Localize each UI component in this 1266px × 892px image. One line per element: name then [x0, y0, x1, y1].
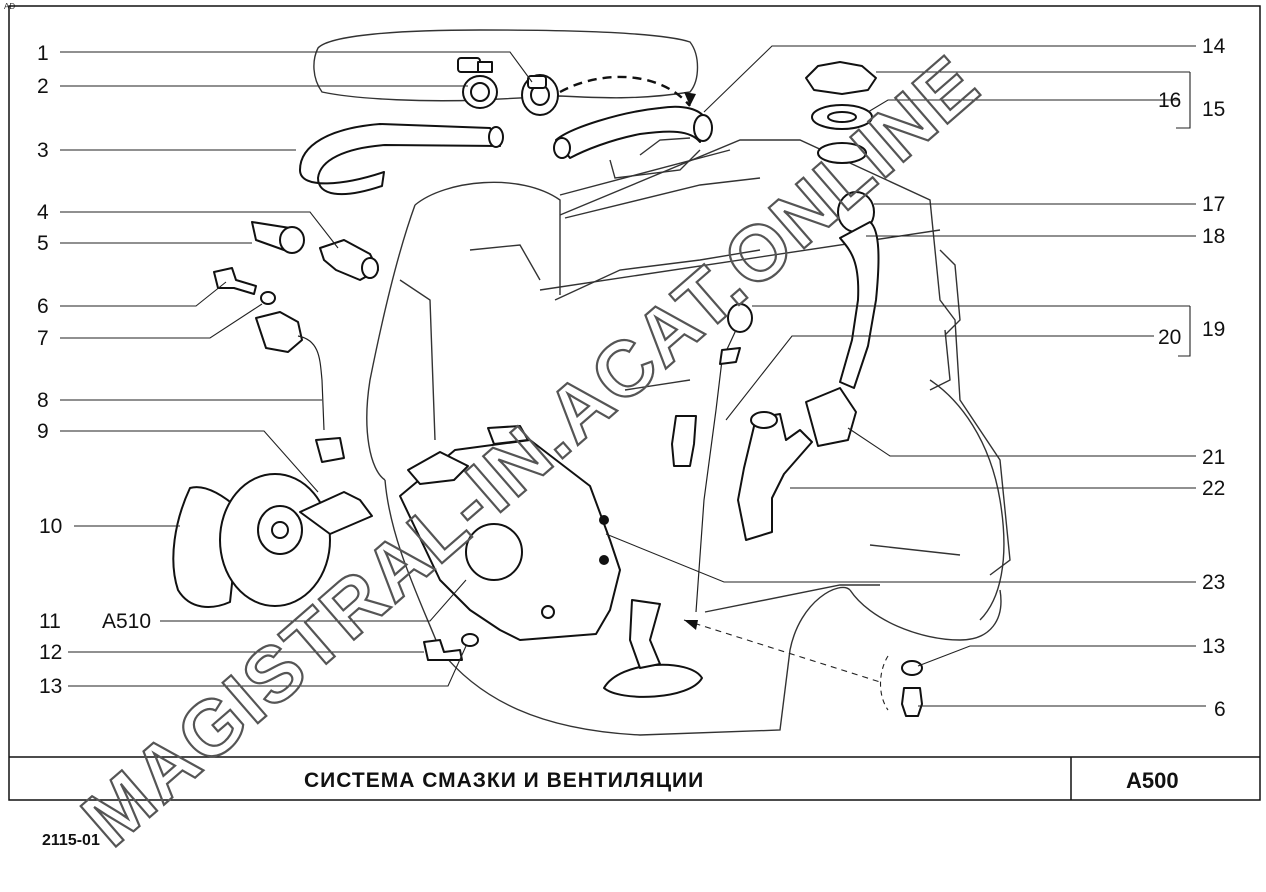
pump-washer: [461, 633, 479, 647]
oil-pump: [399, 425, 621, 641]
callout-20: 20: [1158, 326, 1181, 349]
oil-filter: [172, 473, 331, 608]
callout-15: 15: [1202, 98, 1225, 121]
breather-clamp-bottom: [805, 387, 857, 447]
leader-lines: [60, 45, 1206, 707]
callout-11: 11: [39, 610, 61, 633]
breather-fitting: [737, 413, 813, 541]
ventilation-hose-small: [299, 123, 501, 196]
dipstick-handle: [727, 303, 753, 333]
callout-1: 1: [37, 42, 49, 65]
callout-9: 9: [37, 420, 49, 443]
breather-fitting-end: [750, 411, 778, 429]
route-arrow: [684, 92, 696, 106]
engine-outline: [313, 29, 1011, 736]
bolt-right: [901, 687, 923, 717]
hose-clamp-small: [457, 57, 498, 109]
pump-bolt: [423, 639, 463, 661]
drawing-number: 2115-01: [42, 832, 100, 849]
hose-clamp-spring: [521, 74, 559, 116]
mount-arrow: [684, 620, 698, 630]
filter-fitting: [299, 491, 373, 535]
hose-end: [488, 126, 504, 148]
callout-3: 3: [37, 139, 49, 162]
callout-12: 12: [39, 641, 62, 664]
callout-13-right: 13: [1202, 635, 1225, 658]
ventilation-hose-main: [555, 105, 706, 159]
callout-19: 19: [1202, 318, 1225, 341]
dipstick-plug: [671, 415, 697, 467]
bolt: [213, 267, 257, 295]
callout-18: 18: [1202, 225, 1225, 248]
sensor-thread: [361, 257, 379, 279]
tube-fitting: [315, 437, 345, 463]
callout-14: 14: [1202, 35, 1226, 58]
hose-end-right: [693, 114, 713, 142]
callout-10: 10: [39, 515, 62, 538]
hose-route-dashed: [559, 75, 691, 107]
callout-13: 13: [39, 675, 62, 698]
callout-5: 5: [37, 232, 49, 255]
callout-22: 22: [1202, 477, 1225, 500]
diagram-code: А500: [1126, 768, 1179, 793]
hose-end-left: [553, 137, 571, 159]
callout-7: 7: [37, 327, 49, 350]
callout-17: 17: [1202, 193, 1225, 216]
oil-receiver: [603, 663, 703, 698]
washer-right: [901, 660, 923, 676]
filler-neck: [817, 142, 867, 164]
callout-4: 4: [37, 201, 49, 224]
callout-16: 16: [1158, 89, 1181, 112]
oil-receiver-pipe: [629, 599, 661, 669]
callout-23: 23: [1202, 571, 1225, 594]
oil-filler-cap: [805, 61, 877, 95]
callout-21: 21: [1202, 446, 1225, 469]
callout-6-right: 6: [1214, 698, 1226, 721]
callouts-right: 14 16 15 17 18 20 19 21 22 23 13 6: [1158, 35, 1226, 721]
callouts-left: 1 2 3 4 5 6 7 8 9 10 11 А510 12 13: [37, 42, 151, 698]
callout-11-ref: А510: [102, 610, 151, 633]
callout-8: 8: [37, 389, 49, 412]
drawing-frame: [8, 5, 1261, 801]
washer: [260, 291, 276, 305]
callout-6: 6: [37, 295, 49, 318]
dipstick-cap: [719, 347, 741, 365]
breather-hose: [839, 221, 880, 389]
filler-cap-gasket-hole: [827, 111, 857, 123]
oil-level-tube-flange: [255, 311, 303, 353]
diagram-title: СИСТЕМА СМАЗКИ И ВЕНТИЛЯЦИИ: [304, 769, 704, 792]
sensor-cap-end: [279, 226, 305, 254]
callout-2: 2: [37, 75, 49, 98]
watermark: MAGISTRAL-IN.ACAT.ONLINE: [65, 38, 995, 863]
